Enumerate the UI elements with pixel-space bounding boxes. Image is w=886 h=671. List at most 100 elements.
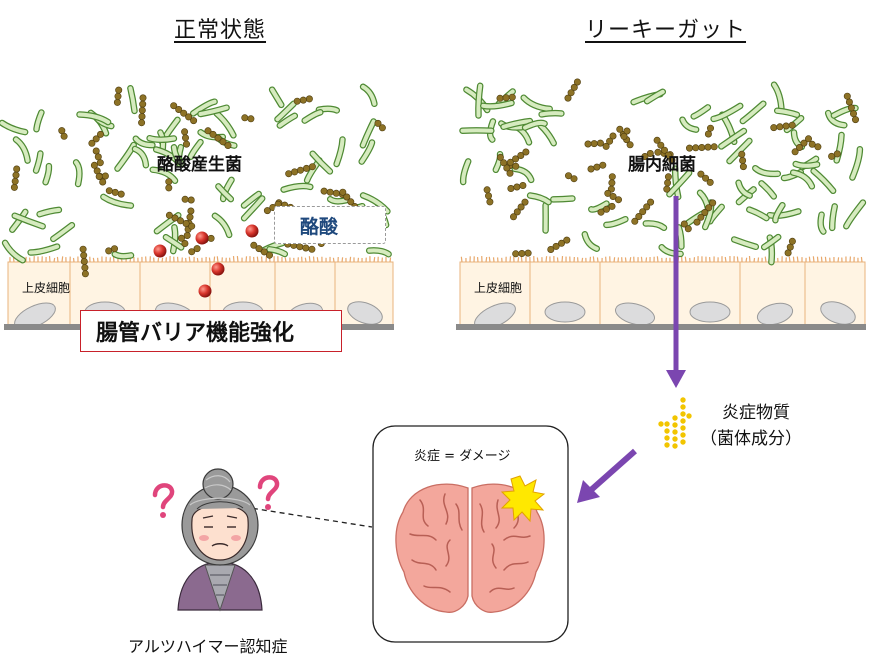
coccus-bacterium: [564, 94, 572, 102]
coccus-bacterium: [138, 119, 146, 127]
particle-icon: [680, 425, 686, 431]
coccus-bacterium: [596, 139, 604, 147]
label-inflammation-damage: 炎症 = ダメージ: [414, 449, 511, 464]
particle-icon: [664, 421, 670, 427]
coccus-bacterium: [609, 193, 617, 201]
coccus-bacterium: [207, 234, 215, 242]
question-mark-icon: [257, 475, 280, 502]
coccus-bacterium: [786, 243, 794, 251]
coccus-bacterium: [521, 198, 529, 206]
coccus-bacterium: [647, 198, 655, 206]
coccus-bacterium: [339, 188, 347, 196]
rod-bacterium-fill: [762, 235, 781, 250]
rod-bacterium-fill: [753, 166, 780, 176]
to-brain-arrow: [577, 448, 637, 503]
coccus-bacterium: [512, 250, 520, 258]
rod-bacterium-fill: [302, 110, 323, 123]
coccus-bacterium: [739, 163, 747, 171]
rod-bacterium-fill: [198, 105, 229, 116]
coccus-bacterium: [99, 178, 107, 186]
coccus-bacterium: [183, 140, 191, 148]
rod-bacterium-fill: [133, 147, 148, 168]
rod-bacterium-fill: [328, 197, 349, 204]
coccus-bacterium: [509, 213, 517, 221]
coccus-bacterium: [138, 106, 146, 114]
coccus-bacterium: [187, 196, 195, 204]
coccus-bacterium: [296, 166, 304, 174]
coccus-bacterium: [96, 159, 104, 167]
coccus-bacterium: [620, 132, 628, 140]
coccus-bacterium: [602, 205, 610, 213]
coccus-bacterium: [182, 220, 190, 228]
rod-bacterium-fill: [12, 213, 45, 229]
coccus-bacterium: [563, 236, 571, 244]
coccus-bacterium: [604, 189, 612, 197]
coccus-bacterium: [828, 152, 836, 160]
leak-arrow: [666, 196, 686, 388]
coccus-bacterium: [263, 207, 271, 215]
rod-bacterium-fill: [538, 123, 556, 146]
coccus-bacterium: [776, 123, 784, 131]
rod-bacterium-fill: [115, 143, 136, 171]
coccus-bacterium: [564, 172, 572, 180]
coccus-bacterium: [181, 128, 189, 136]
coccus-bacterium: [680, 220, 688, 228]
particle-icon: [658, 421, 664, 427]
question-mark-icon: [160, 512, 166, 518]
coccus-bacterium: [299, 96, 307, 104]
coccus-bacterium: [698, 144, 706, 152]
coccus-bacterium: [519, 182, 527, 190]
coccus-bacterium: [791, 148, 799, 156]
coccus-bacterium: [204, 127, 212, 135]
coccus-bacterium: [608, 179, 616, 187]
coccus-bacterium: [641, 153, 649, 161]
rod-bacterium-fill: [481, 101, 514, 109]
coccus-bacterium: [704, 143, 712, 151]
coccus-bacterium: [706, 124, 714, 132]
coccus-bacterium: [704, 130, 712, 138]
label-butyrate: 酪酸: [300, 216, 339, 238]
coccus-bacterium: [183, 232, 191, 240]
rod-bacterium-fill: [582, 232, 599, 251]
coccus-bacterium: [609, 132, 617, 140]
rod-bacterium-fill: [818, 212, 826, 234]
coccus-bacterium: [486, 198, 494, 206]
coccus-bacterium: [635, 213, 643, 221]
rod-bacterium-fill: [604, 217, 628, 227]
rod-bacterium-fill: [732, 237, 758, 249]
rod-bacterium-fill: [645, 89, 665, 104]
butyrate-sphere: [211, 262, 225, 276]
coccus-bacterium: [214, 134, 222, 142]
coccus-bacterium: [593, 163, 601, 171]
rod-bacterium-fill: [551, 196, 575, 202]
epithelium-right: [456, 255, 866, 330]
coccus-bacterium: [702, 174, 710, 182]
coccus-bacterium: [105, 187, 113, 195]
coccus-bacterium: [139, 94, 147, 102]
particle-icon: [672, 429, 678, 435]
coccus-bacterium: [219, 138, 227, 146]
rod-bacterium-fill: [667, 170, 692, 197]
coccus-bacterium: [11, 177, 19, 185]
coccus-bacterium: [845, 98, 853, 106]
coccus-bacterium: [13, 165, 21, 173]
coccus-bacterium: [496, 94, 504, 102]
coccus-bacterium: [597, 208, 605, 216]
coccus-bacterium: [186, 213, 194, 221]
coccus-bacterium: [664, 151, 672, 159]
coccus-bacterium: [738, 150, 746, 158]
rod-bacterium-fill: [676, 225, 684, 249]
particle-icon: [680, 404, 686, 410]
coccus-bacterium: [92, 147, 100, 155]
rod-bacterium-fill: [101, 194, 133, 208]
coccus-bacterium: [113, 98, 121, 106]
coccus-bacterium: [606, 137, 614, 145]
rod-bacterium-fill: [34, 110, 44, 132]
butyrate-box: [274, 206, 386, 244]
coccus-bacterium: [587, 165, 595, 173]
coccus-bacterium: [12, 171, 20, 179]
coccus-bacterium: [190, 117, 198, 125]
coccus-bacterium: [255, 245, 263, 253]
coccus-bacterium: [343, 193, 351, 201]
coccus-bacterium: [10, 183, 18, 191]
